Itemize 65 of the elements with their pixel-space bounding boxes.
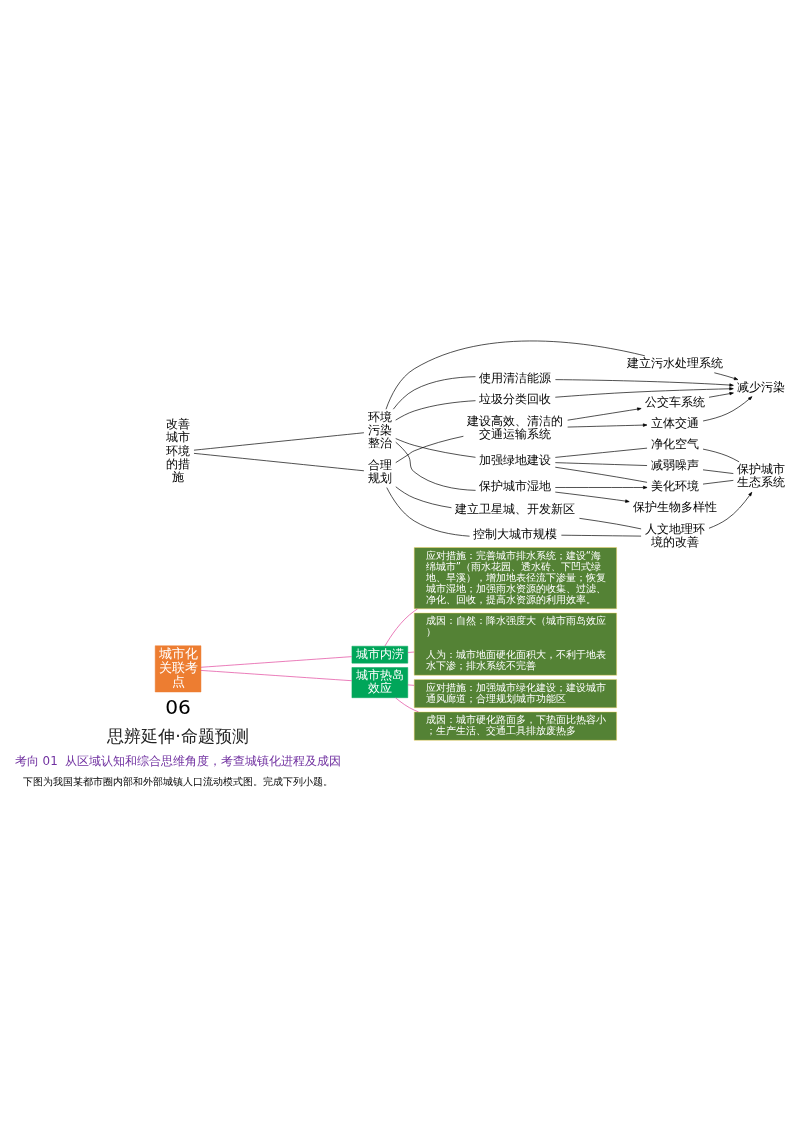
node-text: 合理规划: [367, 457, 392, 485]
node-box: 应对措施：加强城市绿化建设；建设城市通风廊道；合理规划城市功能区: [413, 679, 617, 709]
node-text: 建立卫星城、开发新区: [455, 502, 576, 517]
label: 下图为我国某都市圈内部和外部城镇人口流动模式图。完成下列小题。: [23, 776, 334, 788]
node-text: 环境污染整治: [367, 409, 392, 451]
node-text: 立体交通: [651, 416, 700, 431]
connector: [554, 462, 648, 466]
connector: [579, 517, 642, 530]
node-box: 成因：自然：降水强度大（城市雨岛效应） 人为：城市地面硬化面积大，不利于地表水下渗；排水系统不完善: [413, 612, 617, 676]
arrow: [554, 387, 734, 398]
arrow: [554, 485, 648, 490]
node-text: 垃圾分类回收: [479, 392, 552, 407]
connector: [200, 670, 353, 682]
node-text: 美化环境: [651, 479, 700, 494]
node-text: 保护生物多样性: [633, 500, 718, 515]
node-text: 建设高效、清洁的交通运输系统: [467, 413, 564, 441]
connector: [385, 340, 646, 410]
node-text: 净化空气: [651, 437, 700, 452]
node-box: 城市化关联考点: [154, 645, 202, 693]
connector: [392, 376, 476, 410]
connector: [395, 438, 476, 458]
arrow: [708, 392, 734, 398]
node-text: 控制大城市规模: [473, 526, 558, 541]
connector: [384, 608, 418, 647]
connector: [702, 448, 740, 463]
connector: [395, 486, 452, 509]
node-box: 城市热岛效应: [351, 667, 409, 698]
arrow: [567, 423, 648, 428]
arrow: [702, 396, 753, 422]
connector: [407, 684, 415, 686]
arrow: [554, 491, 630, 503]
label: 06: [165, 695, 191, 720]
connector: [561, 534, 642, 537]
connector: [193, 453, 365, 472]
node-box: 应对措施：完善城市排水系统；建设“海绵城市”（雨水花园、透水砖、下凹式绿地、旱溪），增加地表径流下渗量；恢复城市湿地；加强雨水资源的收集、过滤、净化、回收，提高水资源的利用效率。: [413, 547, 617, 610]
label: 思辨延伸·命题预测: [107, 725, 249, 746]
node-text: 人文地理环境的改善: [645, 521, 706, 550]
connector: [200, 656, 353, 668]
node-text: 减弱噪声: [651, 458, 700, 473]
connector: [554, 447, 648, 458]
connector: [407, 651, 415, 653]
node-text: 保护城市湿地: [479, 479, 552, 494]
connector: [702, 480, 734, 485]
node-text: 建立污水处理系统: [627, 356, 724, 371]
node-text: 改善城市环境的措施: [166, 417, 191, 485]
connector: [193, 432, 365, 451]
connector: [395, 435, 464, 463]
connector: [395, 441, 476, 491]
connector: [554, 466, 648, 483]
arrow: [713, 372, 739, 381]
node-text: 保护城市生态系统: [737, 462, 786, 490]
node-box: 成因：城市硬化路面多，下垫面比热容小；生产生活、交通工具排放废热多: [413, 711, 617, 741]
connector: [386, 487, 470, 537]
label: 考向 01 从区域认知和综合思维角度，考查城镇化进程及成因: [14, 753, 342, 768]
node-text: 减少污染: [737, 379, 786, 394]
connector: [395, 697, 419, 713]
node-text: 加强绿地建设: [479, 453, 552, 468]
node-text: 公交车系统: [645, 395, 706, 410]
node-text: 使用清洁能源: [479, 371, 552, 386]
arrow: [708, 491, 753, 529]
arrow: [555, 379, 734, 387]
connector: [702, 469, 734, 474]
arrow: [567, 407, 642, 421]
node-box: 城市内涝: [351, 645, 409, 664]
connector: [395, 400, 476, 421]
